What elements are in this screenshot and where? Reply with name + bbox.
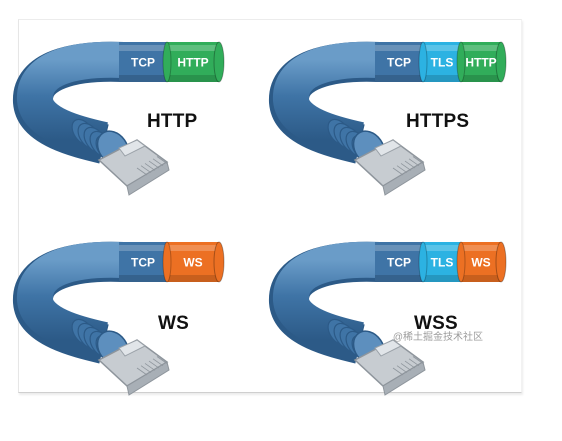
segment-label: TCP — [131, 56, 155, 70]
segment-tcp: TCP — [375, 42, 423, 82]
segment-tcp: TCP — [375, 242, 423, 282]
segment-label: HTTP — [465, 56, 496, 70]
segment-label: TCP — [387, 256, 411, 270]
rj45-contact — [404, 160, 416, 169]
segment-http: HTTP — [456, 41, 507, 83]
segment-label: TCP — [387, 56, 411, 70]
rj45-clip — [118, 139, 146, 157]
rj45-clip — [374, 339, 402, 357]
panel-http: TCP HTTP HTTP — [13, 20, 264, 196]
rj45-contact — [156, 156, 168, 164]
rj45-clip — [374, 139, 402, 157]
rj45-contact — [400, 363, 412, 371]
rj45-contact — [412, 156, 424, 164]
rj45-contact — [396, 365, 408, 374]
rj45-contact — [408, 358, 420, 367]
rj45-contact — [396, 165, 408, 174]
cable-illustration-http: TCP HTTP — [13, 41, 225, 196]
segment-label: TLS — [431, 256, 454, 270]
rj45-contact — [404, 360, 416, 369]
segment-ws: WS — [456, 241, 507, 283]
diagram-frame: TCP HTTP HTTP TCP TLS HTTP HTTPS TCP WS WS T… — [13, 19, 522, 396]
segment-tcp: TCP — [119, 242, 167, 282]
rj45-contact — [400, 163, 412, 171]
rj45-contact — [136, 367, 148, 376]
rj45-clip — [118, 339, 146, 357]
segment-http: HTTP — [162, 41, 225, 83]
rj45-plug-side — [126, 361, 170, 396]
rj45-contact — [144, 363, 156, 371]
rj45-plug-side — [382, 161, 426, 196]
panel-ws: TCP WS WS — [13, 220, 264, 396]
rj45-contact — [140, 365, 152, 374]
rj45-contact — [140, 165, 152, 174]
segment-tcp: TCP — [119, 42, 167, 82]
cable-illustration-https: TCP TLS HTTP — [269, 41, 507, 196]
rj45-contact — [144, 163, 156, 171]
segment-label: WS — [471, 256, 490, 270]
rj45-contact — [408, 158, 420, 167]
cable-illustration-ws: TCP WS — [13, 241, 225, 396]
rj45-contact — [156, 356, 168, 364]
rj45-contact — [152, 158, 164, 167]
rj45-contact — [148, 160, 160, 169]
segment-tls: TLS — [418, 241, 461, 283]
protocol-label-wss: WSS — [414, 313, 458, 334]
segment-tls: TLS — [418, 41, 461, 83]
protocol-label-https: HTTPS — [406, 111, 470, 132]
segment-ws: WS — [162, 241, 225, 283]
rj45-plug-side — [382, 361, 426, 396]
cable-illustration-wss: TCP TLS WS — [269, 241, 507, 396]
rj45-plug-side — [126, 161, 170, 196]
rj45-contact — [148, 360, 160, 369]
rj45-contact — [412, 356, 424, 364]
protocol-label-ws: WS — [158, 313, 190, 334]
panel-https: TCP TLS HTTP HTTPS — [269, 20, 520, 196]
rj45-contact — [392, 167, 404, 176]
panel-wss: TCP TLS WS WSS — [269, 220, 520, 396]
protocol-label-http: HTTP — [147, 111, 198, 132]
rj45-contact — [392, 367, 404, 376]
rj45-contact — [152, 358, 164, 367]
segment-label: WS — [183, 256, 202, 270]
watermark: @稀土掘金技术社区 — [392, 332, 483, 343]
segment-label: HTTP — [177, 56, 208, 70]
segment-label: TCP — [131, 256, 155, 270]
segment-label: TLS — [431, 56, 454, 70]
rj45-contact — [136, 167, 148, 176]
